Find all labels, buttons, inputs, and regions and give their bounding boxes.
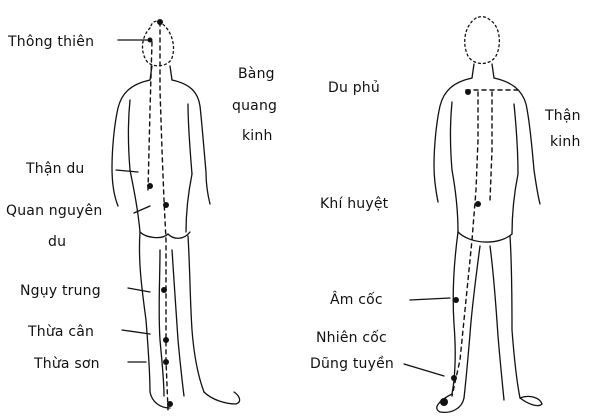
label-du-phu: Du phủ <box>328 80 380 96</box>
label-bang-quang-kinh-line2: quang <box>232 98 277 114</box>
front-figure-outline <box>434 17 542 413</box>
label-than-du: Thận du <box>26 161 85 177</box>
label-khi-huyet: Khí huyệt <box>320 196 388 212</box>
acupoint-markers <box>147 19 481 407</box>
label-bang-quang-kinh-line1: Bàng <box>238 66 275 82</box>
label-quan-nguyen-du-line2: du <box>48 234 66 250</box>
label-bang-quang-kinh-line3: kinh <box>242 128 273 144</box>
label-thua-can: Thừa cân <box>28 324 94 340</box>
label-nhien-coc: Nhiên cốc <box>316 330 387 346</box>
back-meridian-line <box>148 22 168 410</box>
label-than-kinh-line2: kinh <box>550 134 581 150</box>
label-am-coc: Âm cốc <box>330 292 383 308</box>
back-figure-outline <box>112 21 240 408</box>
label-quan-nguyen-du-line1: Quan nguyên <box>6 203 102 219</box>
label-nguy-trung: Ngụy trung <box>20 283 101 299</box>
label-than-kinh-line1: Thận <box>545 108 581 124</box>
label-dung-tuyen: Dũng tuyền <box>310 356 394 372</box>
label-thong-thien: Thông thiên <box>8 34 94 50</box>
label-thua-son: Thừa sơn <box>34 356 100 372</box>
